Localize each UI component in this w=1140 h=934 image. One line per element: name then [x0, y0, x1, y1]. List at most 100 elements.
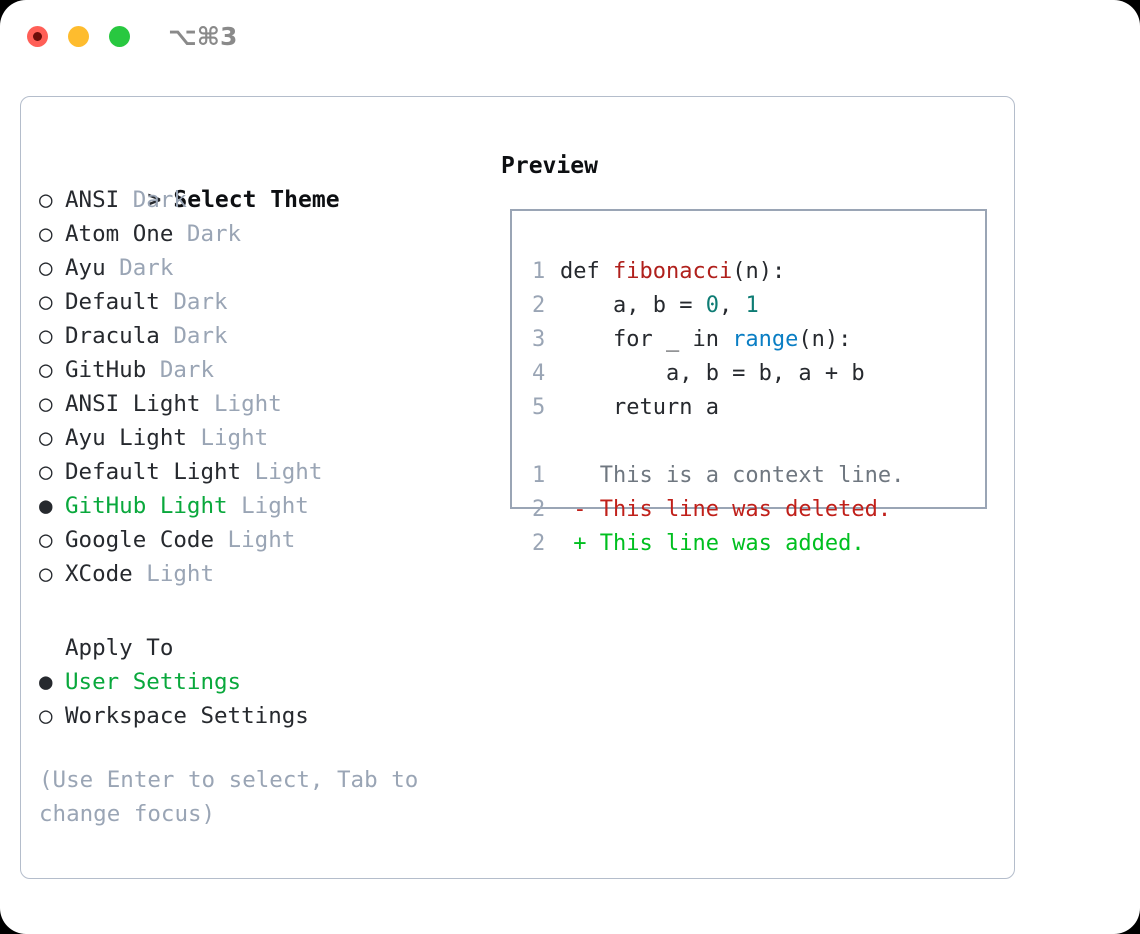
theme-item-variant: Dark — [105, 255, 174, 281]
theme-list: ○ ANSI Dark ○ Atom One Dark ○ Ayu Dark ○ Defaul… — [39, 183, 489, 591]
theme-item-variant: Dark — [159, 289, 228, 315]
theme-list-item[interactable]: ○ Default Dark — [39, 285, 489, 319]
diff-line-context: 1 This is a context line. — [532, 459, 985, 493]
radio-unselected-icon: ○ — [39, 357, 53, 383]
theme-item-label: XCode — [65, 561, 133, 587]
code-token-plain: def — [560, 259, 613, 284]
theme-item-label: Atom One — [65, 221, 174, 247]
apply-to-list: ● User Settings ○ Workspace Settings — [39, 665, 489, 733]
code-token-plain: , — [718, 293, 746, 318]
theme-item-label: GitHub Light — [65, 493, 228, 519]
code-token-plain: (n): — [798, 327, 852, 352]
preview-title: Preview — [501, 153, 598, 179]
diff-line-added: 2 + This line was added. — [532, 527, 985, 561]
radio-selected-icon: ● — [39, 669, 53, 695]
theme-item-variant: Dark — [173, 221, 242, 247]
apply-to-item[interactable]: ● User Settings — [39, 665, 489, 699]
code-line: 3 for _ in range(n): — [532, 323, 985, 357]
main-panel: > Select Theme ○ ANSI Dark ○ Atom One Dark ○ A… — [20, 96, 1015, 879]
keyboard-hint: (Use Enter to select, Tab to change focu… — [39, 767, 432, 827]
radio-unselected-icon: ○ — [39, 561, 53, 587]
code-line: 2 a, b = 0, 1 — [532, 289, 985, 323]
theme-item-variant: Dark — [159, 323, 228, 349]
apply-to-title: Apply To — [65, 635, 174, 661]
code-line: 5 return a — [532, 391, 985, 425]
theme-item-label: Google Code — [65, 527, 215, 553]
theme-list-item[interactable]: ○ XCode Light — [39, 557, 489, 591]
radio-selected-icon: ● — [39, 493, 53, 519]
diff-line-text: This is a context line. — [560, 463, 905, 488]
theme-item-label: ANSI Light — [65, 391, 201, 417]
radio-unselected-icon: ○ — [39, 289, 53, 315]
theme-item-variant: Light — [241, 459, 323, 485]
diff-line-number: 2 — [532, 531, 546, 556]
code-line-number: 2 — [532, 293, 546, 318]
code-token-plain: a, b = b, a + b — [560, 361, 865, 386]
keyboard-shortcut-label: ⌥⌘3 — [168, 22, 238, 51]
theme-item-variant: Light — [132, 561, 215, 587]
code-token-plain: for _ in — [560, 327, 733, 352]
theme-item-label: Ayu Light — [65, 425, 187, 451]
code-line-number: 4 — [532, 361, 546, 386]
theme-list-item[interactable]: ○GitHub Dark — [39, 353, 489, 387]
theme-list-item[interactable]: ○ Atom One Dark — [39, 217, 489, 251]
theme-item-label: Default — [65, 289, 160, 315]
code-token-plain: a, b = — [560, 293, 706, 318]
apply-to-item-label: Workspace Settings — [65, 703, 309, 729]
theme-item-variant: Light — [227, 493, 309, 519]
radio-unselected-icon: ○ — [39, 221, 53, 247]
diff-line-number: 1 — [532, 463, 546, 488]
minimize-window-button[interactable] — [68, 26, 89, 47]
theme-item-label: Default Light — [65, 459, 242, 485]
apply-to-item[interactable]: ○ Workspace Settings — [39, 699, 489, 733]
code-line-number: 5 — [532, 395, 546, 420]
theme-list-item[interactable]: ○ Google Code Light — [39, 523, 489, 557]
radio-unselected-icon: ○ — [39, 527, 53, 553]
code-token-plain: (n): — [732, 259, 786, 284]
theme-item-label: Ayu — [65, 255, 106, 281]
theme-list-item[interactable]: ○ Ayu Light Light — [39, 421, 489, 455]
radio-unselected-icon: ○ — [39, 323, 53, 349]
code-token-number: 1 — [745, 293, 759, 318]
theme-item-variant: Light — [200, 391, 282, 417]
code-token-plain: return a — [560, 395, 719, 420]
diff-line-deleted: 2 - This line was deleted. — [532, 493, 985, 527]
code-token-number: 0 — [705, 293, 719, 318]
theme-list-item[interactable]: ● GitHub Light Light — [39, 489, 489, 523]
code-line-number: 3 — [532, 327, 546, 352]
radio-unselected-icon: ○ — [39, 391, 53, 417]
diff-line-text: - This line was deleted. — [560, 497, 892, 522]
theme-item-variant: Light — [214, 527, 296, 553]
title-bar: ⌥⌘3 — [0, 0, 1140, 78]
traffic-lights — [27, 26, 130, 47]
radio-unselected-icon: ○ — [39, 255, 53, 281]
radio-unselected-icon: ○ — [39, 459, 53, 485]
theme-list-item[interactable]: ○ ANSI Light Light — [39, 387, 489, 421]
maximize-window-button[interactable] — [109, 26, 130, 47]
theme-item-label: ANSI — [65, 187, 120, 213]
theme-item-label: Dracula — [65, 323, 160, 349]
prompt-caret-icon: > — [147, 187, 162, 213]
close-window-button[interactable] — [27, 26, 48, 47]
diff-line-text: + This line was added. — [560, 531, 865, 556]
theme-list-item[interactable]: ○ ANSI Dark — [39, 183, 489, 217]
radio-unselected-icon: ○ — [39, 703, 53, 729]
theme-list-item[interactable]: ○ Default Light Light — [39, 455, 489, 489]
theme-picker-column: > Select Theme ○ ANSI Dark ○ Atom One Dark ○ A… — [39, 149, 489, 831]
theme-list-item[interactable]: ○ Ayu Dark — [39, 251, 489, 285]
code-line: 4 a, b = b, a + b — [532, 357, 985, 391]
theme-item-label: GitHub — [65, 357, 147, 383]
radio-unselected-icon: ○ — [39, 425, 53, 451]
radio-unselected-icon: ○ — [39, 187, 53, 213]
theme-item-variant: Light — [186, 425, 269, 451]
theme-list-item[interactable]: ○ Dracula Dark — [39, 319, 489, 353]
apply-to-item-label: User Settings — [65, 669, 242, 695]
code-line-number: 1 — [532, 259, 546, 284]
theme-picker-title: Select Theme — [173, 187, 340, 213]
theme-item-variant: Dark — [119, 187, 187, 213]
diff-line-number: 2 — [532, 497, 546, 522]
